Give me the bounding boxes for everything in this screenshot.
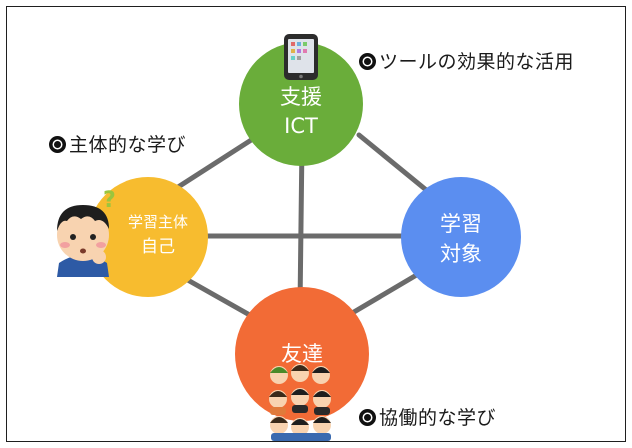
node-support-ict-line2: ICT [284, 114, 318, 138]
svg-text:?: ? [103, 188, 116, 213]
node-learning-target-line1: 学習 [440, 212, 482, 236]
annotation-subjective-learning: 主体的な学び [49, 130, 186, 157]
node-support-ict-circle [239, 42, 363, 166]
annotation-collaborative-learning-text: 協働的な学び [379, 407, 497, 429]
node-learner-self: 学習主体 自己 [88, 177, 208, 297]
node-learner-self-line2: 自己 [141, 237, 175, 257]
tablet-icon [284, 34, 318, 80]
node-learning-target-line2: 対象 [440, 242, 482, 266]
node-friends-circle [235, 287, 369, 421]
relationship-diagram: 支援 ICT 学習主体 自己 ? [57, 34, 521, 441]
node-support-ict: 支援 ICT [239, 42, 363, 166]
node-learning-target-circle [401, 177, 521, 297]
group-of-children-icon [269, 364, 331, 441]
annotation-tool-usage-text: ツールの効果的な活用 [379, 51, 575, 73]
node-friends-label: 友達 [281, 342, 323, 366]
thinking-boy-icon: ? [57, 188, 116, 277]
annotation-subjective-learning-text: 主体的な学び [69, 134, 187, 156]
connector-top-bottom [297, 139, 305, 310]
node-friends: 友達 [235, 287, 369, 421]
annotation-tool-usage: ツールの効果的な活用 [359, 47, 574, 74]
node-learner-self-circle [88, 177, 208, 297]
bullet-icon [359, 53, 376, 70]
bullet-icon [359, 409, 376, 426]
node-learner-self-line1: 学習主体 [128, 213, 188, 231]
annotation-collaborative-learning: 協働的な学び [359, 403, 496, 430]
node-support-ict-line1: 支援 [280, 85, 322, 109]
diagram-frame: 支援 ICT 学習主体 自己 ? [6, 6, 626, 442]
node-learning-target: 学習 対象 [401, 177, 521, 297]
bullet-icon [49, 136, 66, 153]
